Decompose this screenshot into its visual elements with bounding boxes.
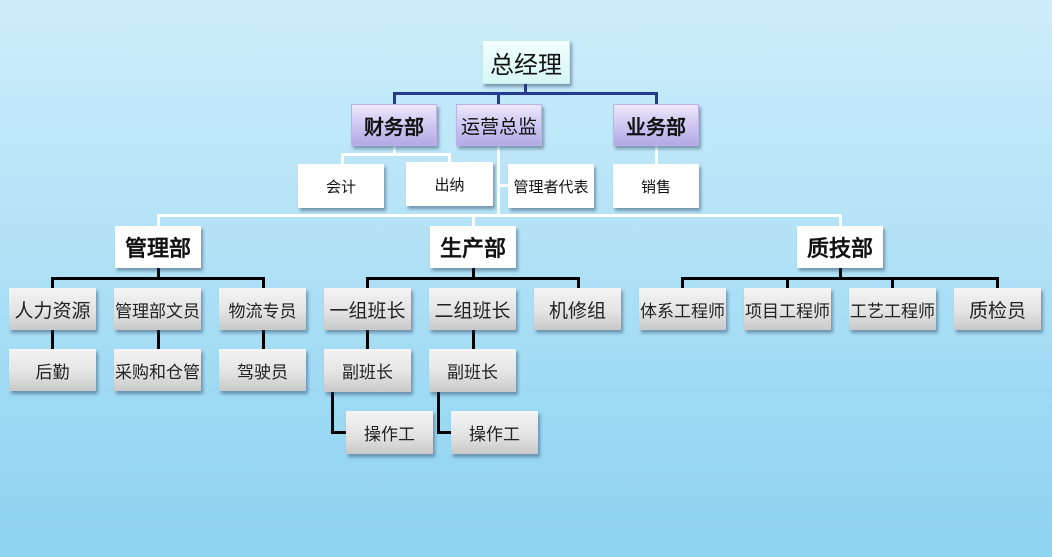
node-label: 副班长 xyxy=(447,363,498,383)
connector xyxy=(366,330,369,350)
node-management-dept[interactable]: 管理部 xyxy=(115,226,201,268)
node-quality-tech-dept[interactable]: 质技部 xyxy=(797,226,883,268)
connector xyxy=(996,277,999,289)
node-system-engineer[interactable]: 体系工程师 xyxy=(639,288,726,330)
node-group2-deputy-leader[interactable]: 副班长 xyxy=(429,349,516,392)
connector xyxy=(393,146,396,156)
connector xyxy=(157,268,160,280)
node-label: 总经理 xyxy=(490,50,562,79)
node-logistics-specialist[interactable]: 物流专员 xyxy=(219,288,306,330)
connector xyxy=(891,277,894,289)
connector xyxy=(472,330,475,350)
node-label: 机修组 xyxy=(548,299,606,322)
connector xyxy=(472,214,475,228)
node-purchasing-warehouse[interactable]: 采购和仓管 xyxy=(114,349,201,391)
connector xyxy=(157,214,160,228)
connector xyxy=(366,277,369,289)
connector xyxy=(51,277,54,289)
connector xyxy=(157,330,160,350)
node-label: 出纳 xyxy=(434,175,465,194)
node-cashier[interactable]: 出纳 xyxy=(406,162,493,206)
node-label: 一组班长 xyxy=(329,299,406,322)
node-finance-dept[interactable]: 财务部 xyxy=(351,104,437,146)
connector xyxy=(577,277,580,289)
connector xyxy=(331,392,334,434)
node-logistics-support[interactable]: 后勤 xyxy=(9,349,96,391)
connector xyxy=(366,277,580,280)
node-driver[interactable]: 驾驶员 xyxy=(219,349,306,391)
node-label: 销售 xyxy=(640,177,671,196)
node-group2-leader[interactable]: 二组班长 xyxy=(429,288,516,330)
node-accounting[interactable]: 会计 xyxy=(298,164,384,208)
connector xyxy=(437,392,440,434)
connector xyxy=(157,214,842,217)
node-sales[interactable]: 销售 xyxy=(613,164,699,208)
node-quality-inspector[interactable]: 质检员 xyxy=(954,288,1041,330)
connector xyxy=(497,184,509,187)
node-business-dept[interactable]: 业务部 xyxy=(613,104,699,146)
node-group2-operator[interactable]: 操作工 xyxy=(451,411,538,454)
node-process-engineer[interactable]: 工艺工程师 xyxy=(849,288,936,330)
connector xyxy=(786,277,789,289)
node-human-resources[interactable]: 人力资源 xyxy=(9,288,96,330)
node-label: 质检员 xyxy=(968,299,1026,322)
node-label: 后勤 xyxy=(35,362,70,383)
connector xyxy=(341,153,451,156)
connector xyxy=(262,330,265,350)
connector xyxy=(839,214,842,228)
node-label: 运营总监 xyxy=(460,115,537,138)
node-label: 会计 xyxy=(325,177,356,196)
node-label: 质技部 xyxy=(806,236,873,262)
node-label: 项目工程师 xyxy=(745,301,830,322)
node-label: 副班长 xyxy=(342,363,393,383)
connector xyxy=(681,277,684,289)
connector xyxy=(472,268,475,280)
node-management-representative[interactable]: 管理者代表 xyxy=(508,164,594,208)
node-group1-operator[interactable]: 操作工 xyxy=(346,411,433,454)
connector xyxy=(51,330,54,350)
connector xyxy=(262,277,265,289)
connector xyxy=(331,431,348,434)
connector xyxy=(51,277,265,280)
node-label: 管理部 xyxy=(124,236,191,262)
connector xyxy=(448,153,451,163)
node-label: 物流专员 xyxy=(228,301,297,322)
connector xyxy=(497,92,500,104)
node-label: 管理者代表 xyxy=(513,177,589,196)
node-label: 体系工程师 xyxy=(640,301,725,322)
connector xyxy=(655,92,658,104)
node-label: 生产部 xyxy=(439,236,506,262)
connector xyxy=(437,431,453,434)
connector xyxy=(655,146,658,164)
connector xyxy=(681,277,999,280)
node-label: 采购和仓管 xyxy=(115,362,200,383)
node-maintenance-group[interactable]: 机修组 xyxy=(534,288,621,330)
node-label: 业务部 xyxy=(626,114,686,139)
node-label: 二组班长 xyxy=(434,299,511,322)
node-label: 操作工 xyxy=(469,425,520,445)
node-label: 驾驶员 xyxy=(237,362,288,383)
node-operations-director[interactable]: 运营总监 xyxy=(456,104,542,146)
connector xyxy=(839,268,842,280)
node-project-engineer[interactable]: 项目工程师 xyxy=(744,288,831,330)
node-production-dept[interactable]: 生产部 xyxy=(430,226,516,268)
node-label: 工艺工程师 xyxy=(850,301,935,322)
node-group1-deputy-leader[interactable]: 副班长 xyxy=(324,349,411,392)
node-admin-clerk[interactable]: 管理部文员 xyxy=(114,288,201,330)
connector xyxy=(393,92,658,95)
node-label: 管理部文员 xyxy=(115,301,200,322)
node-group1-leader[interactable]: 一组班长 xyxy=(324,288,411,330)
node-general-manager[interactable]: 总经理 xyxy=(482,40,570,84)
node-label: 人力资源 xyxy=(14,299,91,322)
connector xyxy=(341,153,344,165)
connector xyxy=(497,146,500,216)
node-label: 财务部 xyxy=(364,114,424,139)
connector xyxy=(524,84,527,94)
node-label: 操作工 xyxy=(364,425,415,445)
connector xyxy=(393,92,396,104)
